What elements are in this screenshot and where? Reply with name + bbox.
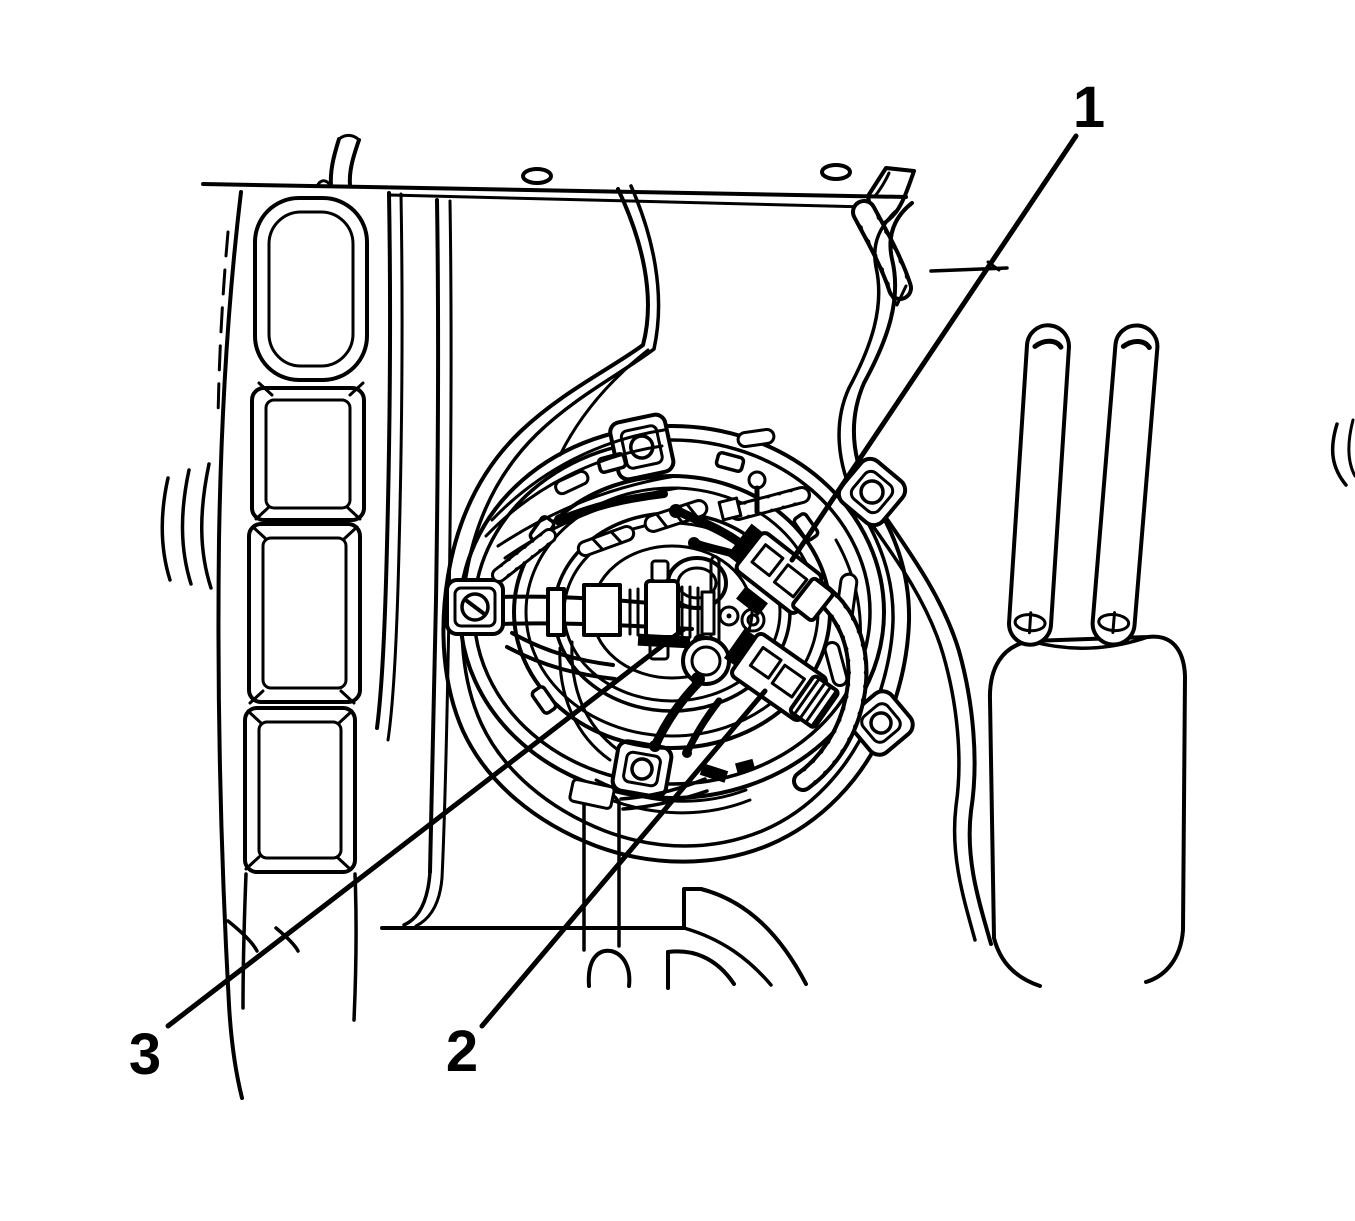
tool-base: [987, 634, 1187, 988]
tool-rod: [1090, 323, 1160, 647]
strap-segment: [243, 706, 357, 874]
tank-opening-outer: [441, 187, 914, 864]
tank-top-edge: [201, 182, 908, 199]
callout-2-leader: [479, 688, 768, 1029]
ribbed-segment: [717, 486, 811, 522]
float-arm: [619, 777, 707, 801]
left-strap: [216, 190, 369, 1100]
fuel-hose: [510, 631, 615, 667]
callout-1-leader: [789, 133, 1079, 563]
connector-boss: [681, 636, 731, 686]
strap-segment: [247, 522, 362, 704]
top-edge-hole: [820, 163, 852, 181]
corrugated-conduit: [790, 570, 869, 792]
callout-3-label: 3: [129, 1022, 161, 1087]
tank-bottom-edge: [380, 887, 808, 987]
callout-2-label: 2: [446, 1019, 478, 1084]
lower-electrical-connector: [568, 628, 840, 811]
float: [568, 778, 616, 810]
tank-right-edge: [867, 491, 993, 946]
left-body-arcs: [160, 462, 213, 590]
top-edge-hole: [521, 167, 553, 185]
fuel-line: [445, 528, 716, 681]
callout-3-leader: [165, 626, 687, 1029]
retainer-tool: [987, 323, 1187, 988]
fuel-line-bracket: [445, 578, 505, 636]
strap-segment: [250, 386, 366, 522]
upper-electrical-connector: [554, 490, 835, 623]
tank-opening-inner: [460, 184, 897, 848]
callout-1-label: 1: [1073, 75, 1105, 140]
tank-strap-band: [851, 199, 913, 307]
fuel-pump-module: [458, 348, 915, 815]
vent-hose-stub: [315, 133, 361, 188]
strap-segment: [253, 196, 369, 382]
tool-rod: [1007, 323, 1071, 647]
tank-body-outline: [160, 133, 1355, 990]
quick-connector: [644, 579, 680, 639]
port-small: [718, 605, 740, 627]
callouts: [165, 133, 1079, 1029]
